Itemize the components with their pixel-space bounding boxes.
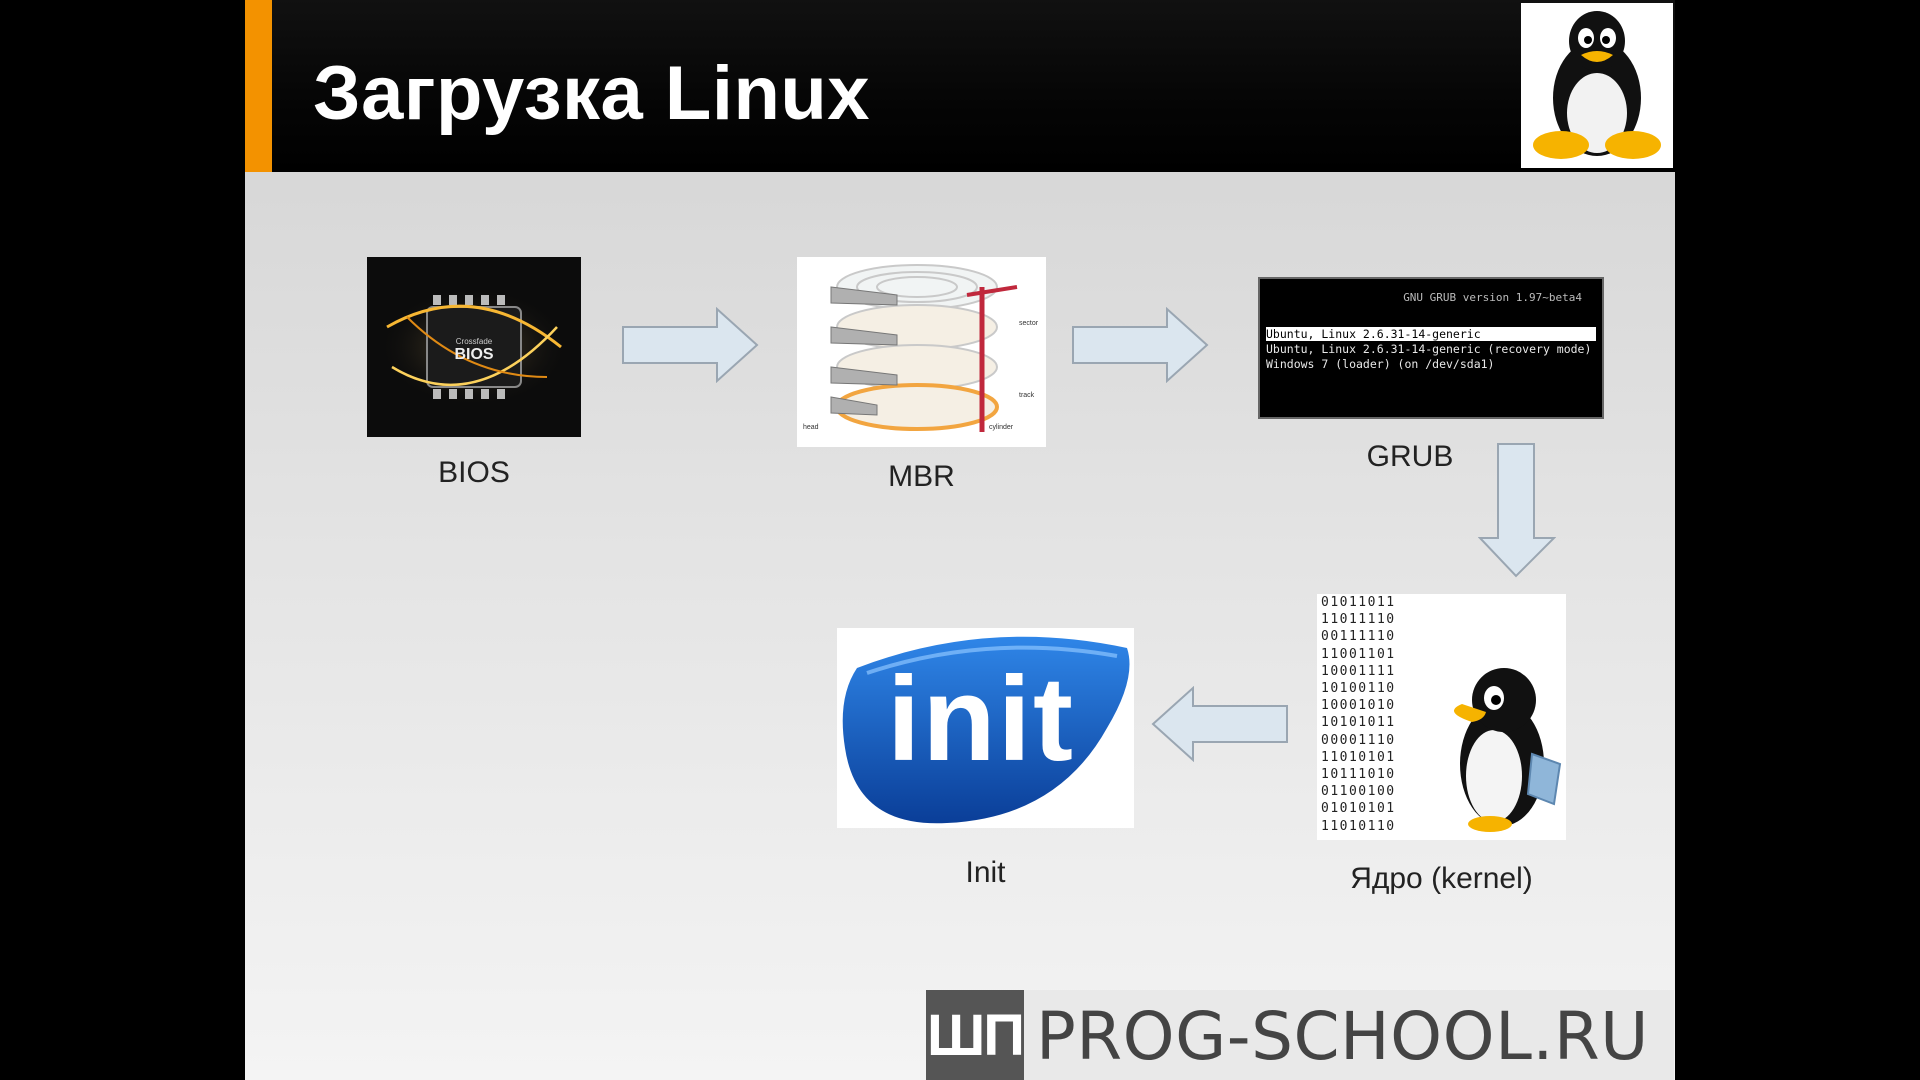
bios-image: Crossfade BIOS <box>367 257 581 437</box>
mbr-image: sector track cylinder head <box>797 257 1046 447</box>
init-logo-text: init <box>887 652 1075 786</box>
init-logo-icon <box>842 636 1130 824</box>
tux-penguin-icon <box>1533 11 1661 159</box>
tux-penguin-icon <box>1454 668 1562 832</box>
arrow-right-icon <box>1072 307 1209 383</box>
grub-menu-image: GNU GRUB version 1.97~beta4 Ubuntu, Linu… <box>1258 277 1604 419</box>
svg-text:cylinder: cylinder <box>989 424 1014 431</box>
prog-school-watermark: ШП PROG-SCHOOL.RU <box>926 990 1674 1080</box>
svg-text:sector: sector <box>1019 320 1039 327</box>
slide-title: Загрузка Linux <box>313 51 871 136</box>
init-logo-image: init <box>837 628 1134 828</box>
slide-header: Загрузка Linux <box>245 0 1675 172</box>
grub-header: GNU GRUB version 1.97~beta4 <box>1403 291 1582 304</box>
bios-chip-small-text: Crossfade <box>455 337 493 346</box>
presentation-slide: Загрузка Linux <box>245 0 1675 1080</box>
tux-logo <box>1521 3 1673 168</box>
svg-text:track: track <box>1019 392 1035 399</box>
mbr-label: MBR <box>888 460 955 493</box>
bios-label: BIOS <box>438 456 510 489</box>
kernel-label: Ядро (kernel) <box>1350 862 1533 895</box>
binary-digits: 01011011 11011110 00111110 11001101 1000… <box>1321 595 1396 834</box>
watermark-badge: ШП <box>926 990 1025 1080</box>
watermark-text: PROG-SCHOOL.RU <box>1036 998 1649 1075</box>
accent-bar <box>245 0 272 172</box>
svg-text:head: head <box>803 424 819 431</box>
grub-entry: Ubuntu, Linux 2.6.31-14-generic (recover… <box>1266 342 1592 356</box>
grub-label: GRUB <box>1366 440 1454 473</box>
arrow-right-icon <box>622 307 759 383</box>
bios-chip-icon <box>367 257 581 437</box>
hard-disk-platters-icon: sector track cylinder head <box>797 257 1046 447</box>
init-label: Init <box>965 856 1006 889</box>
bios-chip-text: BIOS <box>454 346 494 363</box>
grub-entry: Ubuntu, Linux 2.6.31-14-generic <box>1266 327 1596 341</box>
grub-entry: Windows 7 (loader) (on /dev/sda1) <box>1266 357 1495 371</box>
arrow-down-icon <box>1478 443 1556 578</box>
arrow-left-icon <box>1151 686 1288 762</box>
kernel-image: 01011011 11011110 00111110 11001101 1000… <box>1317 594 1566 840</box>
